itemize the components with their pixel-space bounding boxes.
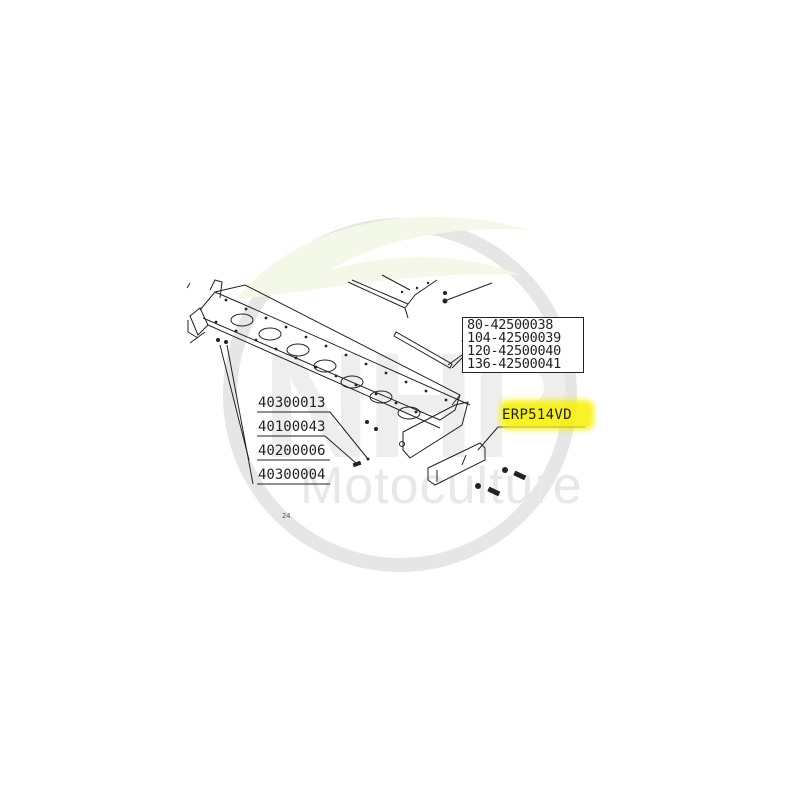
stray-fragment: 24: [282, 512, 291, 520]
reference-row: 136-42500041: [467, 356, 561, 372]
callout-label: 40200006: [258, 443, 326, 459]
strip-part: [393, 331, 467, 369]
reference-box: 80-42500038 104-42500039 120-42500040 13…: [462, 317, 584, 373]
watermark-leaf: [235, 216, 530, 300]
reference-row: 104-42500039: [467, 330, 561, 346]
callout-label: 40300004: [258, 467, 326, 483]
reference-row: 120-42500040: [467, 343, 561, 359]
highlighted-part-label: ERP514VD: [502, 407, 572, 423]
reference-row: 80-42500038: [467, 317, 554, 333]
leader-lines: [219, 344, 463, 485]
bolts-right: [475, 467, 527, 497]
upper-deflector: [347, 274, 493, 319]
callout-label: 40100043: [258, 419, 326, 435]
callout-label: 40300013: [258, 395, 326, 411]
skid-part: [427, 426, 585, 486]
highlight-marker: [500, 400, 594, 430]
main-beam: [187, 279, 471, 459]
tick-mark: [186, 282, 191, 289]
